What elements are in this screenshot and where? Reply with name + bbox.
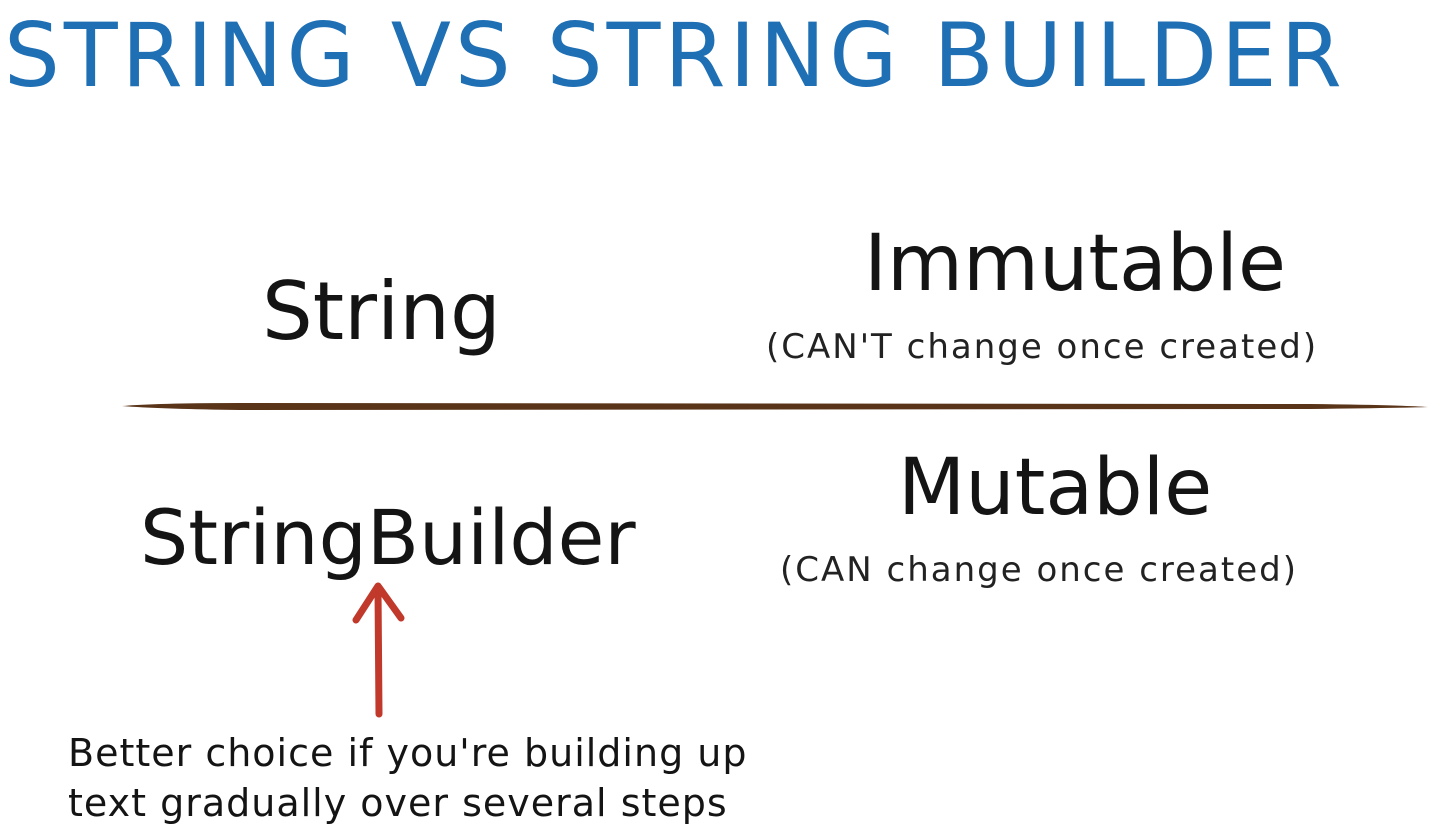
annotation-line-1: Better choice if you're building up	[68, 731, 748, 775]
divider-line	[122, 403, 1428, 410]
term-stringbuilder: StringBuilder	[140, 493, 636, 582]
arrow-up-icon	[352, 582, 405, 718]
property-mutable: Mutable	[898, 443, 1213, 533]
term-string: String	[262, 265, 501, 358]
note-mutable: (CAN change once created)	[780, 550, 1298, 590]
annotation-line-2: text gradually over several steps	[68, 781, 728, 825]
note-immutable: (CAN'T change once created)	[766, 327, 1319, 367]
page-title: STRING VS STRING BUILDER	[4, 4, 1346, 107]
property-immutable: Immutable	[864, 219, 1286, 309]
annotation-text: Better choice if you're building up text…	[68, 728, 748, 828]
